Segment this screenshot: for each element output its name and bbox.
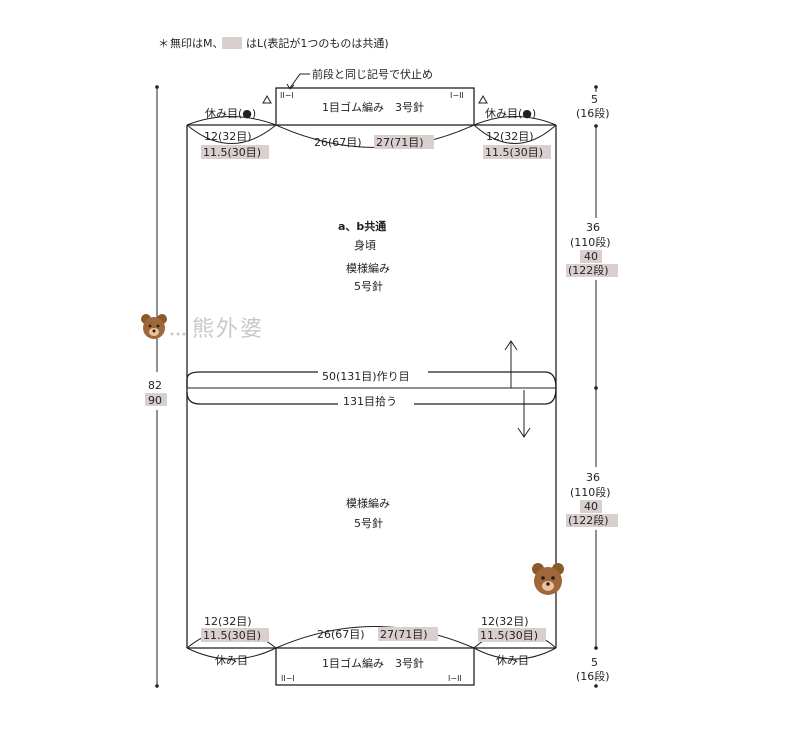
left-total-l: 90	[148, 394, 162, 407]
right-top-rows: (16段)	[576, 106, 610, 120]
top-right-triangle-icon	[478, 94, 488, 104]
left-total-l-highlight	[145, 393, 167, 406]
upper-label-pattern: 模様編み	[346, 261, 390, 275]
left-total-m: 82	[148, 379, 162, 392]
top-shoulder-right-m: 12(32目)	[486, 130, 534, 143]
top-neck-m: 26(67目)	[314, 136, 362, 149]
bottom-shoulder-right-l: 11.5(30目)	[480, 629, 538, 642]
top-right-lower-arc	[473, 124, 557, 144]
legend-asterisk: ＊	[158, 37, 169, 50]
right-lower-l-cm-highlight	[580, 500, 602, 513]
top-neck-l-highlight	[374, 135, 434, 149]
top-shoulder-left-l-highlight	[201, 145, 269, 159]
left-bottom-dot	[155, 684, 159, 688]
watermark-dot-3	[182, 332, 186, 336]
top-rib-label: 1目ゴム編み 3号針	[322, 100, 424, 114]
top-neck-l: 27(71目)	[376, 136, 424, 149]
right-lower-l-rows: (122段)	[568, 513, 609, 527]
bind-off-note: 前段と同じ記号で伏止め	[312, 67, 433, 81]
right-dot-3	[594, 646, 598, 650]
watermark-dot-1	[170, 332, 174, 336]
bottom-rib-mark-left: II−I	[281, 674, 295, 683]
top-left-triangle-icon	[262, 94, 272, 104]
bottom-right-arc	[473, 647, 557, 660]
bottom-shoulder-right-l-highlight	[478, 628, 546, 642]
bottom-rest-left: 休み目	[215, 654, 248, 667]
down-arrow-icon	[517, 427, 531, 438]
right-upper-l-rows-highlight	[566, 264, 618, 277]
legend-swatch	[222, 37, 242, 49]
bottom-shoulder-left-l: 11.5(30目)	[203, 629, 261, 642]
bind-off-arrowhead	[286, 83, 295, 90]
top-shoulder-right-l: 11.5(30目)	[485, 146, 543, 159]
legend-suffix: はL(表記が1つのものは共通)	[246, 36, 389, 50]
cast-on-label-bg	[318, 369, 428, 383]
bottom-neck-arc	[275, 626, 475, 649]
bottom-neck-m: 26(67目)	[317, 628, 365, 641]
bear-icon	[141, 314, 167, 339]
right-upper-l-cm: 40	[584, 250, 598, 263]
lower-label-needle: 5号針	[354, 516, 383, 530]
top-rest-right: 休み目(●)	[485, 107, 536, 120]
right-upper-l-cm-highlight	[580, 250, 602, 263]
bottom-shoulder-left-m: 12(32目)	[204, 615, 252, 628]
watermark-text: 熊外婆	[192, 317, 264, 342]
upper-label-part: 身頃	[354, 238, 376, 252]
bottom-rib-band	[275, 647, 475, 686]
bottom-rib-label: 1目ゴム編み 3号針	[322, 656, 424, 670]
top-shoulder-left-m: 12(32目)	[204, 130, 252, 143]
legend-prefix: 無印はM、	[170, 36, 224, 50]
top-rib-mark-right: I−II	[450, 91, 464, 100]
right-lower-l-cm: 40	[584, 500, 598, 513]
up-arrow-icon	[504, 340, 518, 351]
bottom-neck-l: 27(71目)	[380, 628, 428, 641]
top-shoulder-left-l: 11.5(30目)	[203, 146, 261, 159]
top-right-arc	[473, 116, 557, 126]
pick-up-label: 131目拾う	[343, 394, 397, 408]
bottom-left-arc	[186, 647, 277, 660]
right-bottom-cm: 5	[591, 656, 598, 669]
pick-up-label-bg	[338, 394, 414, 408]
bottom-shoulder-right-m: 12(32目)	[481, 615, 529, 628]
cast-on-label: 50(131目)作り目	[322, 370, 410, 383]
right-lower-m-rows: (110段)	[570, 485, 611, 499]
upper-label-ab: a、b共通	[338, 219, 386, 233]
right-top-cm: 5	[591, 93, 598, 106]
lower-label-pattern: 模様編み	[346, 496, 390, 510]
top-rib-band	[275, 87, 475, 126]
right-lower-l-rows-highlight	[566, 514, 618, 527]
top-left-arc	[186, 116, 277, 126]
bottom-rest-right: 休み目	[496, 654, 529, 667]
bottom-neck-l-highlight	[378, 627, 438, 641]
right-upper-m-cm: 36	[586, 221, 600, 234]
right-bottom-dot	[594, 684, 598, 688]
right-lower-m-cm: 36	[586, 471, 600, 484]
top-rest-left: 休み目(●)	[205, 107, 256, 120]
right-upper-l-rows: (122段)	[568, 263, 609, 277]
top-rib-mark-left: II−I	[280, 91, 294, 100]
upper-label-needle: 5号針	[354, 279, 383, 293]
bottom-shoulder-left-l-highlight	[201, 628, 269, 642]
right-upper-m-rows: (110段)	[570, 235, 611, 249]
watermark-dot-2	[176, 332, 180, 336]
right-bottom-rows: (16段)	[576, 669, 610, 683]
bind-off-leader	[289, 73, 310, 89]
bottom-rib-mark-right: I−II	[448, 674, 462, 683]
top-left-lower-arc	[186, 124, 277, 144]
bear-icon-2	[532, 563, 564, 595]
top-shoulder-right-l-highlight	[483, 145, 551, 159]
watermark: 熊外婆	[141, 314, 264, 342]
